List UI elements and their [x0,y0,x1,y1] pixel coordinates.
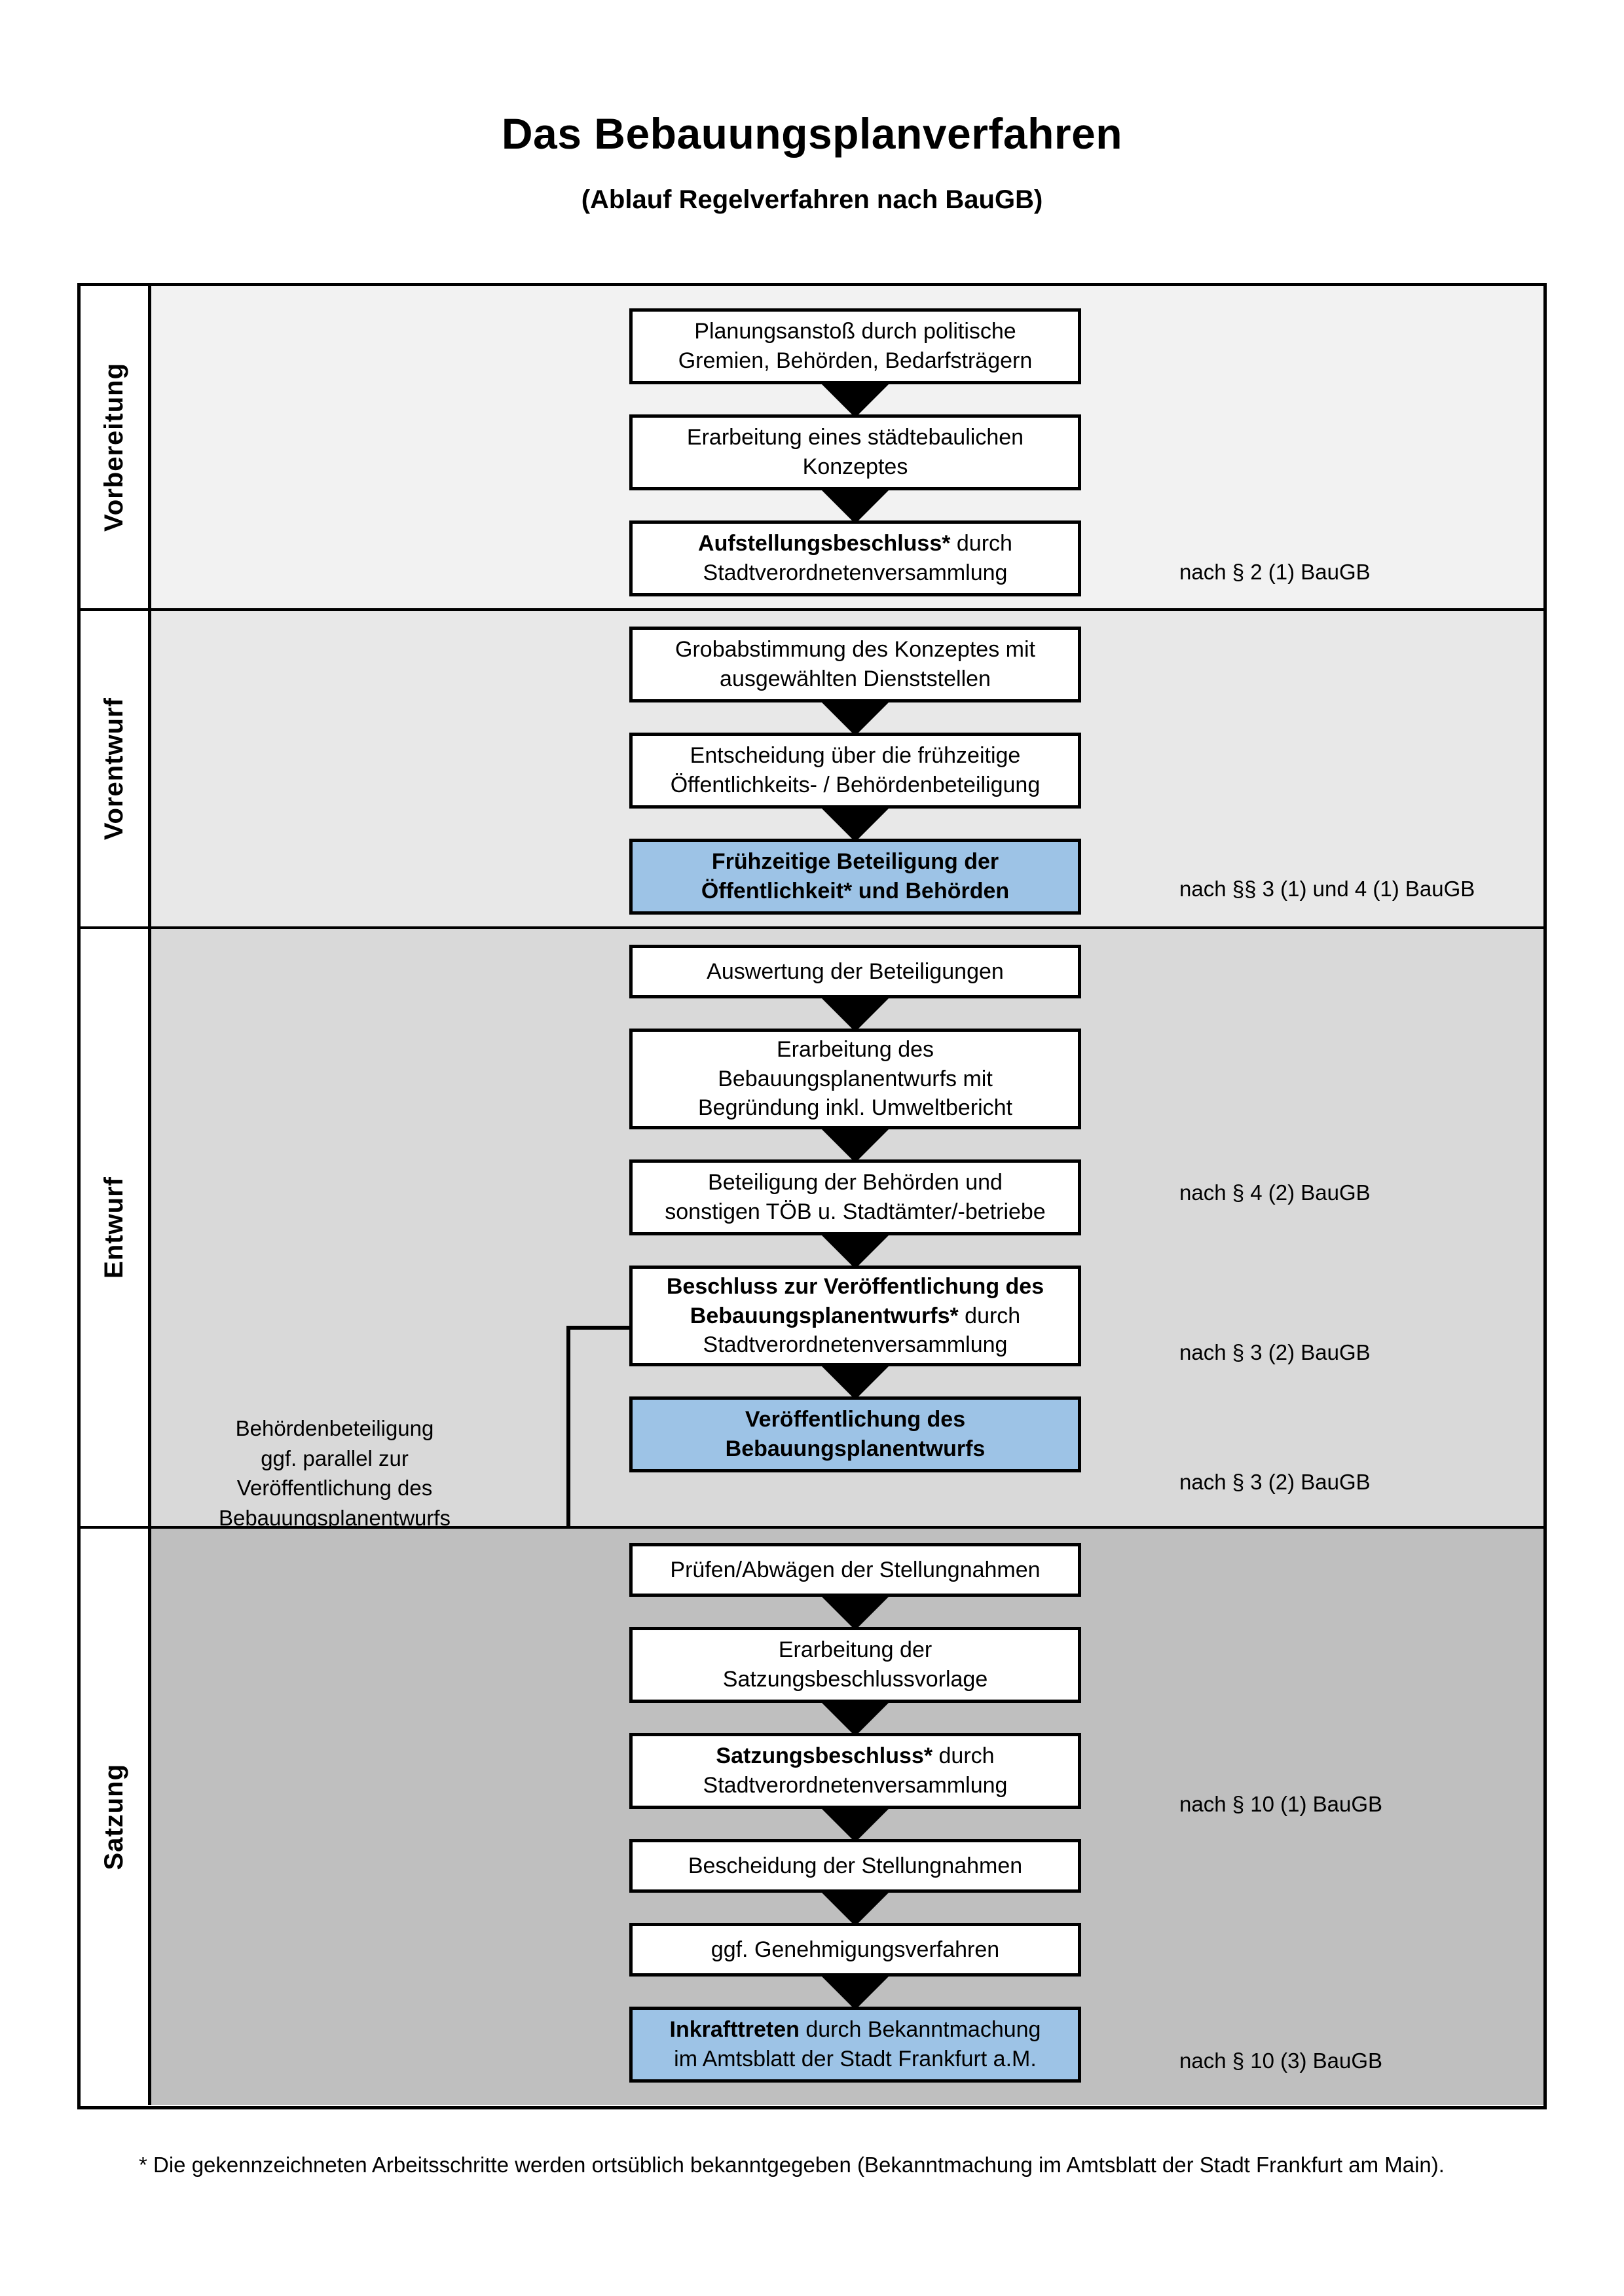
phase-label-entwurf: Entwurf [100,1176,128,1279]
legal-reference-note: nach § 10 (3) BauGB [1179,2049,1383,2073]
flow-arrow-down [629,1597,1081,1627]
flow-column-vorbereitung: Planungsanstoß durch politische Gremien,… [629,308,1081,596]
flow-column-vorentwurf: Grobabstimmung des Konzeptes mit ausgewä… [629,627,1081,915]
step-box-pruefen-abwaegen[interactable]: Prüfen/Abwägen der Stellungnahmen [629,1543,1081,1597]
legal-reference-note: nach § 3 (2) BauGB [1179,1470,1371,1494]
page-header: Das Bebauungsplanverfahren (Ablauf Regel… [0,0,1624,215]
step-box-veroeffentlichung-bebauungsplanentwurf[interactable]: Veröffentlichung des Bebauungsplanentwur… [629,1396,1081,1472]
connector-segment-top [566,1326,636,1330]
flow-column-entwurf: Auswertung der Beteiligungen Erarbeitung… [629,945,1081,1472]
footnote-text: * Die gekennzeichneten Arbeitsschritte w… [139,2153,1445,2177]
phase-body-entwurf: Behördenbeteiligung ggf. parallel zur Ve… [151,929,1543,1609]
phase-satzung: Satzung Prüfen/Abwägen der Stellungnahme… [81,1529,1543,2105]
legal-reference-note: nach § 10 (1) BauGB [1179,1792,1383,1816]
step-text: Erarbeitung der Satzungsbeschlussvorlage [722,1637,988,1692]
side-note-line: Veröffentlichung des [236,1476,433,1501]
side-note-line: Behördenbeteiligung [235,1416,434,1440]
step-box-erarbeitung-satzungsbeschlussvorlage[interactable]: Erarbeitung der Satzungsbeschlussvorlage [629,1627,1081,1703]
flow-arrow-down [629,1977,1081,2007]
step-box-auswertung-beteiligungen[interactable]: Auswertung der Beteiligungen [629,945,1081,998]
flow-arrow-down [629,384,1081,414]
step-text: Beschluss zur Veröffentlichung des Bebau… [666,1273,1044,1358]
flow-arrow-down [629,1366,1081,1396]
side-note-behoerdenbeteiligung: Behördenbeteiligung ggf. parallel zur Ve… [177,1413,492,1533]
step-box-entscheidung-fruehzeitige-beteiligung[interactable]: Entscheidung über die frühzeitige Öffent… [629,733,1081,809]
flow-arrow-down [629,702,1081,733]
step-text: Erarbeitung des Bebauungsplanentwurfs mi… [697,1036,1013,1121]
flow-arrow-down [629,809,1081,839]
step-box-erarbeitung-bebauungsplanentwurf[interactable]: Erarbeitung des Bebauungsplanentwurfs mi… [629,1029,1081,1129]
flow-arrow-down [629,1129,1081,1159]
flow-arrow-down [629,490,1081,520]
page-title: Das Bebauungsplanverfahren [501,109,1123,158]
phase-body-vorentwurf: Grobabstimmung des Konzeptes mit ausgewä… [151,611,1543,926]
step-text: Planungsanstoß durch politische Gremien,… [678,319,1033,373]
phase-label-cell-vorentwurf: Vorentwurf [81,611,151,926]
step-text: Veröffentlichung des Bebauungsplanentwur… [725,1407,986,1461]
phase-label-cell-vorbereitung: Vorbereitung [81,286,151,608]
legal-reference-note: nach § 2 (1) BauGB [1179,560,1371,584]
phase-vorbereitung: Vorbereitung Planungsanstoß durch politi… [81,286,1543,611]
step-box-inkrafttreten[interactable]: Inkrafttreten durch Bekanntmachung im Am… [629,2007,1081,2083]
step-box-fruehzeitige-beteiligung[interactable]: Frühzeitige Beteiligung der Öffentlichke… [629,839,1081,915]
phase-label-vorentwurf: Vorentwurf [100,697,128,841]
flow-column-satzung: Prüfen/Abwägen der Stellungnahmen Erarbe… [629,1543,1081,2083]
step-box-bescheidung-stellungnahmen[interactable]: Bescheidung der Stellungnahmen [629,1839,1081,1893]
legal-reference-note: nach § 4 (2) BauGB [1179,1180,1371,1205]
step-box-staedtebauliches-konzept[interactable]: Erarbeitung eines städtebaulichen Konzep… [629,414,1081,490]
step-box-aufstellungsbeschluss[interactable]: Aufstellungsbeschluss* durch Stadtverord… [629,520,1081,596]
step-text: Erarbeitung eines städtebaulichen Konzep… [686,425,1024,479]
step-text: Entscheidung über die frühzeitige Öffent… [670,743,1041,797]
phase-label-cell-entwurf: Entwurf [81,929,151,1526]
phase-label-cell-satzung: Satzung [81,1529,151,2105]
step-box-beteiligung-behoerden-toeb[interactable]: Beteiligung der Behörden und sonstigen T… [629,1159,1081,1235]
page-subtitle: (Ablauf Regelverfahren nach BauGB) [581,185,1043,214]
flow-arrow-down [629,1703,1081,1733]
step-text: Beteiligung der Behörden und sonstigen T… [665,1170,1046,1224]
step-box-satzungsbeschluss[interactable]: Satzungsbeschluss* durch Stadtverordnete… [629,1733,1081,1809]
flow-arrow-down [629,1235,1081,1266]
step-text: ggf. Genehmigungsverfahren [710,1937,1000,1962]
step-text: Satzungsbeschluss* durch Stadtverordnete… [703,1743,1008,1798]
side-note-line: Bebauungsplanentwurfs [218,1505,451,1530]
phase-body-vorbereitung: Planungsanstoß durch politische Gremien,… [151,286,1543,608]
phase-label-vorbereitung: Vorbereitung [100,363,128,532]
flow-arrow-down [629,1893,1081,1923]
legal-reference-note: nach § 3 (2) BauGB [1179,1340,1371,1364]
step-box-genehmigungsverfahren[interactable]: ggf. Genehmigungsverfahren [629,1923,1081,1977]
connector-segment-left [566,1326,570,1599]
phase-label-satzung: Satzung [100,1763,128,1870]
flow-arrow-down [629,998,1081,1029]
step-text: Aufstellungsbeschluss* durch Stadtverord… [698,531,1012,585]
phase-vorentwurf: Vorentwurf Grobabstimmung des Konzeptes … [81,611,1543,929]
side-note-line: ggf. parallel zur [261,1446,409,1470]
legal-reference-note: nach §§ 3 (1) und 4 (1) BauGB [1179,877,1475,901]
step-text: Inkrafttreten durch Bekanntmachung im Am… [669,2017,1041,2071]
step-text: Prüfen/Abwägen der Stellungnahmen [670,1557,1041,1582]
step-text: Frühzeitige Beteiligung der Öffentlichke… [701,849,1010,903]
step-box-planungsanstoss[interactable]: Planungsanstoß durch politische Gremien,… [629,308,1081,384]
phase-body-satzung: Prüfen/Abwägen der Stellungnahmen Erarbe… [151,1529,1543,2105]
phase-entwurf: Entwurf Behördenbeteiligung ggf. paralle… [81,929,1543,1609]
step-text: Bescheidung der Stellungnahmen [688,1853,1023,1878]
step-box-grobabstimmung[interactable]: Grobabstimmung des Konzeptes mit ausgewä… [629,627,1081,702]
process-flowchart: Vorbereitung Planungsanstoß durch politi… [77,283,1547,2109]
step-box-beschluss-veroeffentlichung[interactable]: Beschluss zur Veröffentlichung des Bebau… [629,1266,1081,1366]
flow-arrow-down [629,1809,1081,1839]
step-text: Grobabstimmung des Konzeptes mit ausgewä… [675,637,1035,691]
step-text: Auswertung der Beteiligungen [707,958,1004,984]
